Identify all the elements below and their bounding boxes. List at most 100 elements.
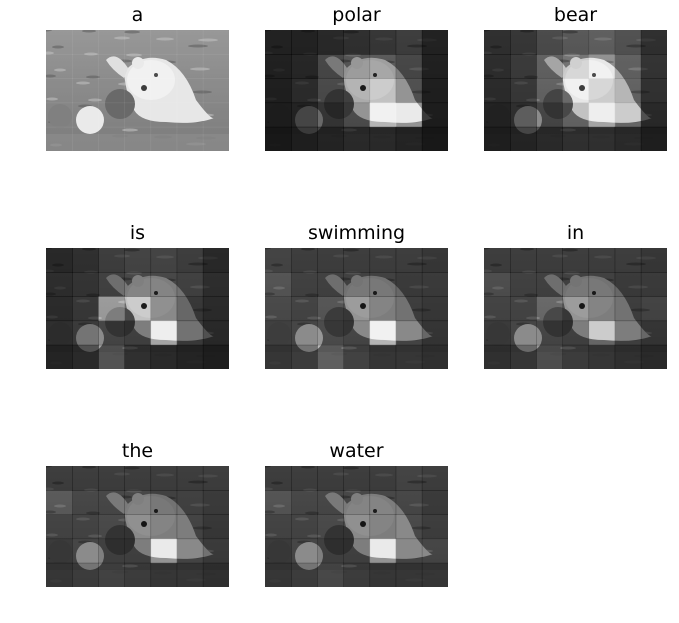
attention-cell: [640, 102, 667, 128]
attention-cell: [176, 538, 204, 564]
attention-cell: [46, 54, 73, 79]
attention-cell: [510, 320, 537, 346]
attention-cell: [369, 514, 397, 540]
panel-title: the: [121, 440, 154, 462]
attention-cell: [150, 538, 178, 564]
attention-cell: [265, 30, 292, 55]
attention-cell: [640, 54, 667, 79]
attention-cell: [98, 466, 125, 491]
attention-cell: [176, 514, 204, 540]
attention-cell: [291, 296, 318, 322]
attention-cell: [536, 296, 563, 322]
attention-cell: [176, 78, 204, 104]
attention-cell: [317, 272, 344, 297]
attention-cell: [421, 344, 448, 369]
attention-cell: [176, 344, 204, 369]
attention-cell: [176, 54, 204, 79]
attention-cell: [98, 562, 125, 587]
attention-cell: [317, 320, 344, 346]
attention-cell: [421, 296, 448, 322]
attention-map-image: [46, 30, 229, 151]
attention-overlay: [265, 248, 448, 369]
attention-panel: swimming: [265, 218, 448, 373]
attention-cell: [484, 248, 511, 273]
attention-cell: [202, 248, 229, 273]
attention-cell: [536, 344, 563, 369]
attention-cell: [640, 78, 667, 104]
attention-cell: [72, 102, 99, 128]
attention-cell: [291, 490, 318, 515]
attention-cell: [291, 272, 318, 297]
attention-cell: [291, 538, 318, 564]
attention-cell: [202, 102, 229, 128]
attention-cell: [72, 344, 99, 369]
attention-cell: [510, 30, 537, 55]
attention-cell: [317, 538, 344, 564]
attention-cell: [395, 272, 423, 297]
attention-cell: [291, 514, 318, 540]
attention-cell: [395, 30, 423, 55]
attention-overlay: [46, 30, 229, 151]
attention-cell: [343, 126, 371, 151]
attention-cell: [265, 78, 292, 104]
attention-panel: the: [46, 436, 229, 591]
attention-cell: [176, 30, 204, 55]
attention-cell: [317, 248, 344, 273]
attention-cell: [202, 272, 229, 297]
attention-overlay: [46, 248, 229, 369]
attention-cell: [46, 466, 73, 491]
attention-cell: [536, 320, 563, 346]
attention-cell: [562, 78, 590, 104]
panel-title: swimming: [307, 222, 406, 244]
attention-cell: [291, 54, 318, 79]
attention-panel: in: [484, 218, 667, 373]
attention-cell: [150, 102, 178, 128]
attention-cell: [46, 78, 73, 104]
attention-cell: [202, 490, 229, 515]
attention-cell: [640, 30, 667, 55]
attention-cell: [72, 272, 99, 297]
attention-cell: [72, 538, 99, 564]
attention-cell: [291, 562, 318, 587]
attention-cell: [124, 30, 152, 55]
attention-cell: [265, 466, 292, 491]
attention-cell: [317, 490, 344, 515]
attention-cell: [46, 30, 73, 55]
attention-cell: [369, 490, 397, 515]
attention-cell: [588, 54, 616, 79]
attention-cell: [640, 296, 667, 322]
attention-cell: [291, 78, 318, 104]
attention-cell: [46, 296, 73, 322]
attention-cell: [343, 562, 371, 587]
attention-cell: [640, 320, 667, 346]
attention-cell: [202, 320, 229, 346]
attention-cell: [640, 248, 667, 273]
attention-map-image: [265, 466, 448, 587]
attention-cell: [98, 272, 125, 297]
attention-cell: [202, 344, 229, 369]
attention-cell: [72, 562, 99, 587]
attention-cell: [124, 296, 152, 322]
attention-panel: is: [46, 218, 229, 373]
attention-cell: [265, 344, 292, 369]
attention-cell: [369, 30, 397, 55]
attention-cell: [484, 344, 511, 369]
attention-cell: [291, 466, 318, 491]
attention-cell: [317, 344, 344, 369]
attention-cell: [484, 30, 511, 55]
attention-cell: [176, 126, 204, 151]
attention-cell: [343, 320, 371, 346]
attention-cell: [46, 320, 73, 346]
attention-cell: [202, 30, 229, 55]
attention-cell: [265, 126, 292, 151]
attention-panel: bear: [484, 0, 667, 155]
attention-cell: [124, 344, 152, 369]
attention-cell: [588, 296, 616, 322]
attention-cell: [176, 272, 204, 297]
attention-cell: [317, 102, 344, 128]
attention-cell: [265, 248, 292, 273]
attention-cell: [291, 344, 318, 369]
attention-cell: [369, 78, 397, 104]
attention-cell: [421, 126, 448, 151]
attention-cell: [98, 126, 125, 151]
